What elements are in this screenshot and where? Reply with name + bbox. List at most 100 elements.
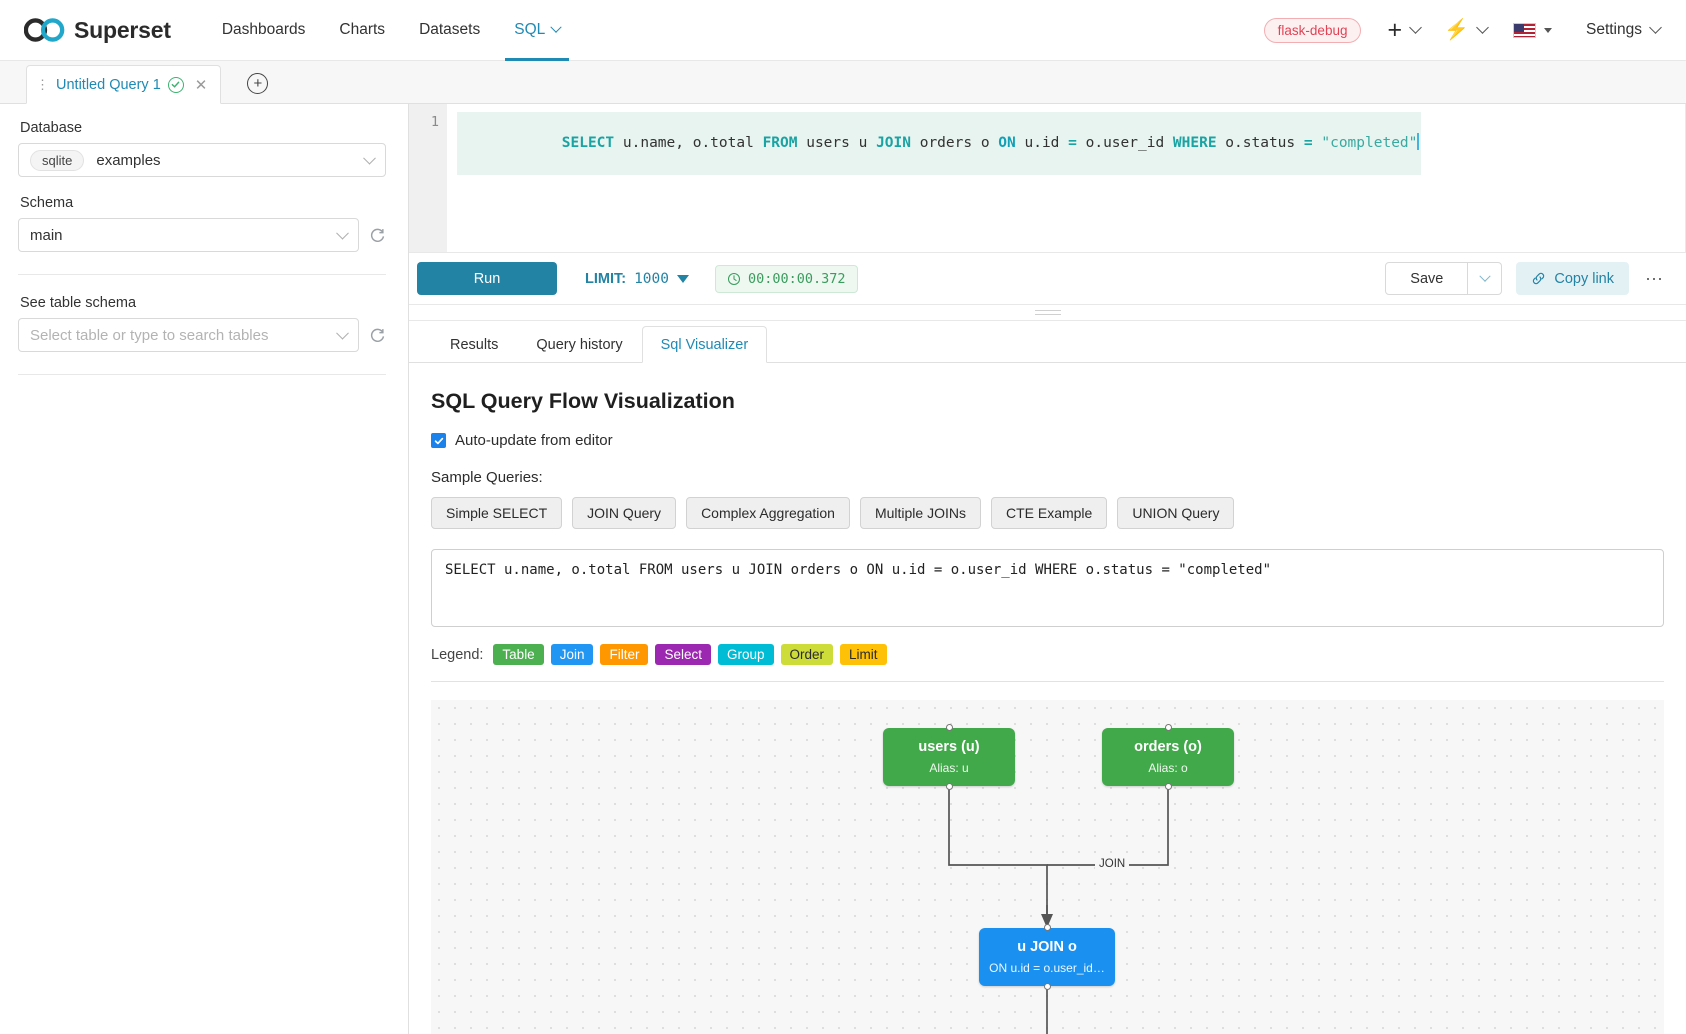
chevron-down-icon (1649, 21, 1662, 34)
legend-item-join: Join (550, 644, 594, 665)
sql-input-textarea[interactable] (431, 549, 1664, 627)
save-options-button[interactable] (1468, 262, 1503, 295)
nav-label: Dashboards (221, 21, 306, 38)
legend-item-filter: Filter (600, 644, 649, 665)
tab-label: Results (450, 336, 499, 353)
copy-link-label: Copy link (1554, 270, 1614, 287)
sample-queries-label: Sample Queries: (431, 469, 543, 486)
settings-label: Settings (1585, 21, 1642, 38)
node-title: orders (o) (1134, 739, 1202, 755)
schema-value: main (30, 226, 63, 244)
node-users[interactable]: users (u) Alias: u (883, 724, 1015, 790)
node-title: u JOIN o (1017, 939, 1077, 955)
sample-query-multiple-joins[interactable]: Multiple JOINs (859, 497, 981, 529)
copy-link-button[interactable]: Copy link (1516, 262, 1629, 295)
more-options-icon[interactable]: ⋯ (1645, 268, 1664, 289)
page-title: SQL Query Flow Visualization (431, 389, 735, 413)
query-tab-untitled-query-1[interactable]: ⋮ Untitled Query 1 ✕ (26, 65, 222, 104)
flask-debug-badge: flask-debug (1263, 17, 1362, 43)
see-table-schema-label: See table schema (20, 295, 137, 311)
nav-right-group: flask-debug + ⚡ Settings (1263, 15, 1664, 44)
token-from: FROM (762, 135, 798, 151)
nav-item-dashboards[interactable]: Dashboards (205, 0, 323, 61)
auto-update-label[interactable]: Auto-update from editor (455, 432, 613, 449)
panel-divider (18, 274, 386, 275)
auto-update-row: Auto-update from editor (431, 432, 1664, 449)
token-on: ON (998, 135, 1016, 151)
close-tab-icon[interactable]: ✕ (194, 76, 208, 94)
chevron-down-icon (336, 326, 349, 340)
limit-dropdown[interactable]: LIMIT: 1000 (585, 271, 689, 287)
query-flow-canvas[interactable]: JOIN users (u) Alias: u orders (o) Alias… (431, 700, 1664, 1034)
success-check-icon (167, 76, 184, 93)
token-cols: u.name, o.total (614, 135, 763, 151)
nav-item-datasets[interactable]: Datasets (402, 0, 497, 61)
chevron-down-icon (1476, 21, 1489, 34)
quick-actions-button[interactable]: ⚡ (1440, 20, 1491, 40)
sample-queries-row: Simple SELECT JOIN Query Complex Aggrega… (431, 497, 1664, 529)
sql-code-line: SELECT u.name, o.total FROM users u JOIN… (457, 112, 1421, 175)
superset-logo-icon (24, 18, 65, 42)
limit-label: LIMIT: (585, 270, 627, 287)
nav-label: SQL (514, 21, 546, 38)
checkmark-icon (434, 437, 443, 444)
token-where: WHERE (1172, 135, 1217, 151)
chevron-down-icon (363, 151, 376, 165)
text-cursor (1417, 133, 1419, 150)
legend-item-limit: Limit (840, 644, 887, 665)
chevron-down-icon (550, 21, 562, 33)
token-users: users u (797, 135, 877, 151)
nav-item-sql[interactable]: SQL (497, 0, 577, 61)
legend-divider (431, 681, 1664, 682)
node-title: users (u) (918, 739, 980, 755)
tab-results[interactable]: Results (431, 326, 517, 363)
language-selector[interactable] (1491, 22, 1556, 38)
sample-query-simple-select[interactable]: Simple SELECT (431, 497, 563, 529)
line-number-gutter: 1 (409, 104, 447, 252)
schema-select[interactable]: main (18, 218, 359, 252)
drag-handle-icon[interactable]: ⋮ (36, 77, 49, 92)
add-query-tab-button[interactable]: + (247, 73, 269, 94)
legend-item-select: Select (655, 644, 711, 665)
sample-query-complex-aggregation[interactable]: Complex Aggregation (686, 497, 850, 529)
node-join[interactable]: u JOIN o ON u.id = o.user_id… (979, 924, 1115, 990)
us-flag-icon (1512, 22, 1536, 38)
sql-code-area[interactable]: SELECT u.name, o.total FROM users u JOIN… (447, 104, 1686, 252)
new-item-button[interactable]: + (1383, 15, 1424, 44)
sql-editor[interactable]: 1 SELECT u.name, o.total FROM users u JO… (409, 104, 1686, 252)
save-button-group: Save (1385, 262, 1503, 295)
superset-brand[interactable]: Superset (24, 17, 171, 44)
tab-sql-visualizer[interactable]: Sql Visualizer (641, 326, 768, 363)
query-tab-bar: ⋮ Untitled Query 1 ✕ + (0, 61, 1686, 104)
chevron-down-icon (1479, 270, 1491, 282)
refresh-tables-icon[interactable] (369, 327, 386, 344)
query-timer: 00:00:00.372 (715, 264, 858, 293)
table-select[interactable]: Select table or type to search tables (18, 318, 359, 352)
editor-toolbar: Run LIMIT: 1000 00:00:00.372 Save (409, 253, 1686, 305)
limit-value: 1000 (634, 270, 669, 287)
nav-item-charts[interactable]: Charts (322, 0, 402, 61)
node-port-top (1043, 924, 1051, 931)
node-orders[interactable]: orders (o) Alias: o (1102, 724, 1234, 790)
database-select[interactable]: sqlite examples (18, 143, 386, 177)
panel-resize-handle[interactable] (409, 305, 1686, 321)
sample-query-union-query[interactable]: UNION Query (1117, 497, 1235, 529)
triangle-down-icon (1543, 27, 1552, 33)
node-port-bottom (945, 783, 953, 790)
run-button[interactable]: Run (417, 262, 557, 295)
query-tab-label: Untitled Query 1 (56, 76, 161, 93)
refresh-schema-icon[interactable] (369, 227, 386, 244)
tab-query-history[interactable]: Query history (517, 326, 641, 363)
legend: Legend: Table Join Filter Select Group O… (431, 644, 1664, 665)
sample-query-join-query[interactable]: JOIN Query (572, 497, 677, 529)
settings-menu[interactable]: Settings (1556, 21, 1664, 39)
sample-query-cte-example[interactable]: CTE Example (990, 497, 1108, 529)
table-placeholder: Select table or type to search tables (30, 326, 269, 344)
primary-nav: Dashboards Charts Datasets SQL (205, 0, 577, 61)
token-select: SELECT (561, 135, 615, 151)
plus-icon: + (1387, 15, 1403, 44)
auto-update-checkbox[interactable] (431, 433, 446, 448)
token-string: "completed" (1321, 135, 1418, 151)
save-button[interactable]: Save (1385, 262, 1469, 295)
chevron-down-icon (1409, 21, 1422, 34)
